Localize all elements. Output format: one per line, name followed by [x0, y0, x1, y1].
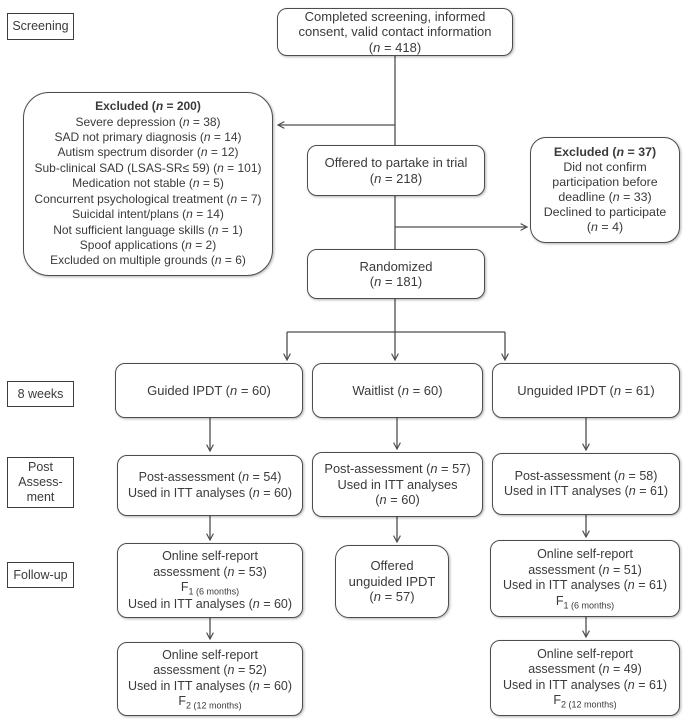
flow-box-fu2-unguided-line: F2 (12 months): [553, 693, 617, 710]
flow-box-post-waitlist-line: (n = 60): [375, 492, 420, 508]
flow-box-post-unguided: Post-assessment (n = 58)Used in ITT anal…: [492, 453, 680, 515]
flow-box-excluded-screening-line: Excluded on multiple grounds (n = 6): [50, 253, 246, 268]
flow-box-post-waitlist-line: Post-assessment (n = 57): [324, 461, 471, 477]
flow-box-post-guided-line: Used in ITT analyses (n = 60): [127, 485, 293, 500]
flow-box-offered-line: (n = 218): [369, 170, 423, 186]
flow-box-excluded-screening-line: Spoof applications (n = 2): [79, 237, 217, 252]
flow-box-unguided-line: Unguided IPDT (n = 61): [517, 382, 655, 398]
flow-box-fu2-unguided-line: Online self-report: [537, 646, 633, 661]
flow-box-randomized-line: (n = 181): [369, 274, 423, 289]
flow-box-excluded-screening-line: Not sufficient language skills (n = 1): [53, 222, 243, 237]
flow-box-guided-line: Guided IPDT (n = 60): [147, 382, 271, 398]
flow-box-offered: Offered to partake in trial(n = 218): [307, 145, 485, 196]
flow-box-offered-unguided-line: unguided IPDT: [348, 573, 436, 589]
flow-box-fu2-guided-line: assessment (n = 52): [153, 663, 267, 677]
flow-box-randomized-line: Randomized: [359, 258, 433, 274]
flow-box-post-guided: Post-assessment (n = 54)Used in ITT anal…: [117, 455, 303, 516]
flow-box-excluded-offer-line: deadline (n = 33): [558, 190, 652, 204]
flow-box-post-unguided-line: Used in ITT analyses (n = 61): [503, 484, 669, 498]
stage-label-post-assessment-line: Assess-: [18, 475, 63, 489]
flow-box-excluded-screening-line: Concurrent psychological treatment (n = …: [34, 191, 262, 206]
flow-box-fu1-unguided-line: assessment (n = 51): [528, 562, 642, 577]
flow-box-fu2-unguided-line: Used in ITT analyses (n = 61): [502, 677, 668, 692]
flow-box-offered-unguided-line: Offered: [370, 558, 414, 574]
stage-label-follow-up-line: Follow-up: [13, 567, 68, 582]
stage-label-screening: Screening: [7, 13, 74, 40]
stage-label-screening-line: Screening: [12, 19, 69, 33]
stage-label-post-assessment-line: Post: [27, 460, 53, 474]
flow-box-screened-line: Completed screening, informed: [304, 8, 486, 24]
flow-box-excluded-offer-line: Declined to participate: [543, 205, 667, 219]
flow-box-excluded-offer-title: Excluded (n = 37): [553, 145, 657, 159]
flow-box-fu1-unguided-line: F1 (6 months): [555, 593, 615, 610]
flow-box-post-waitlist: Post-assessment (n = 57)Used in ITT anal…: [312, 452, 483, 517]
stage-label-8-weeks: 8 weeks: [7, 381, 74, 407]
flow-box-fu1-unguided-line: Used in ITT analyses (n = 61): [502, 578, 668, 592]
flow-box-randomized: Randomized(n = 181): [307, 249, 485, 299]
flow-box-excluded-screening-line: Medication not stable (n = 5): [72, 176, 224, 191]
flow-box-fu1-guided-line: Online self-report: [162, 549, 258, 563]
flow-box-excluded-screening-line: Severe depression (n = 38): [75, 114, 221, 129]
flow-box-guided: Guided IPDT (n = 60): [115, 363, 303, 418]
flow-box-post-guided-line: Post-assessment (n = 54): [138, 470, 282, 484]
flow-box-fu2-guided-line: Online self-report: [162, 647, 258, 662]
flow-box-excluded-screening-line: Autism spectrum disorder (n = 12): [57, 145, 239, 160]
stage-label-8-weeks-line: 8 weeks: [17, 386, 64, 401]
flow-box-post-waitlist-line: Used in ITT analyses: [337, 476, 458, 492]
flow-box-fu1-guided-line: assessment (n = 53): [153, 564, 267, 579]
flow-box-unguided: Unguided IPDT (n = 61): [492, 363, 680, 418]
flow-box-excluded-offer-line: Did not confirm: [563, 160, 647, 174]
flow-box-fu1-guided-line: Used in ITT analyses (n = 60): [127, 596, 293, 611]
flow-box-offered-line: Offered to partake in trial: [324, 155, 468, 170]
flow-box-waitlist: Waitlist (n = 60): [312, 363, 483, 418]
flow-box-fu1-unguided-line: Online self-report: [537, 547, 633, 561]
flow-box-fu2-guided-line: Used in ITT analyses (n = 60): [127, 678, 293, 693]
flow-box-post-unguided-line: Post-assessment (n = 58): [514, 468, 658, 483]
flow-box-excluded-offer-line: participation before: [552, 175, 658, 189]
flow-box-screened-line: consent, valid contact information: [298, 24, 492, 40]
flow-box-fu2-guided-line: F2 (12 months): [178, 694, 242, 711]
flow-box-offered-unguided-line: (n = 57): [369, 589, 415, 605]
flow-box-excluded-screening-line: Sub-clinical SAD (LSAS-SR≤ 59) (n = 101): [34, 160, 262, 175]
flow-box-excluded-screening-line: SAD not primary diagnosis (n = 14): [54, 130, 242, 145]
flow-box-screened-line: (n = 418): [368, 39, 422, 55]
flow-box-excluded-screening-line: Suicidal intent/plans (n = 14): [72, 207, 224, 222]
stage-label-follow-up: Follow-up: [7, 562, 74, 588]
flow-box-fu2-unguided-line: assessment (n = 49): [528, 662, 642, 676]
flow-box-fu1-guided-line: F1 (6 months): [180, 580, 240, 597]
flow-box-excluded-screening: Excluded (n = 200)Severe depression (n =…: [23, 92, 273, 276]
flow-box-excluded-offer-line: (n = 4): [586, 220, 624, 234]
stage-label-post-assessment-line: ment: [26, 490, 55, 504]
flow-box-excluded-screening-title: Excluded (n = 200): [95, 99, 201, 114]
flow-box-waitlist-line: Waitlist (n = 60): [352, 382, 443, 398]
